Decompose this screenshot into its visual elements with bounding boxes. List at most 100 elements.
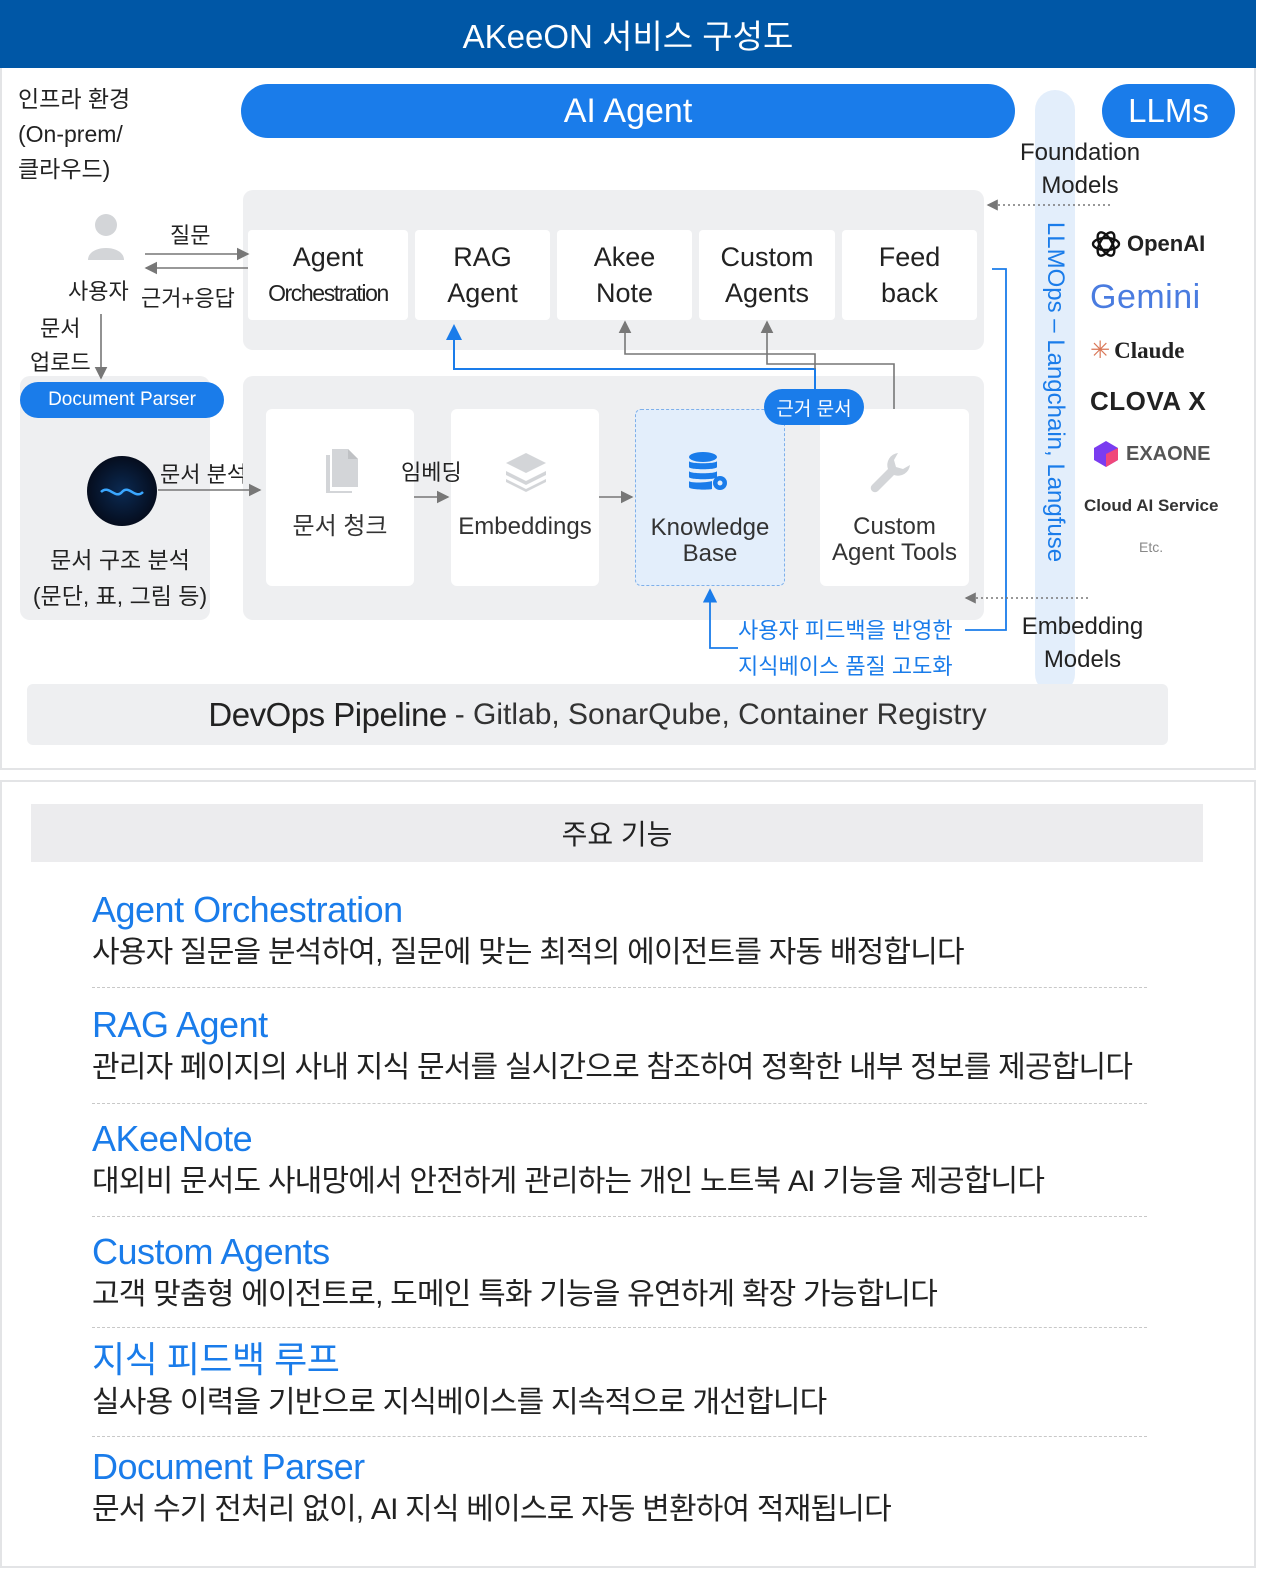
embedding-label-line: Embedding	[1021, 613, 1144, 640]
feature-desc: 실사용 이력을 기반으로 지식베이스를 지속적으로 개선합니다	[92, 1386, 827, 1419]
llms-pill: LLMs	[1102, 84, 1235, 138]
llm-exaone: EXAONE	[1090, 438, 1210, 470]
agent-card-line1: Feed	[878, 242, 941, 272]
connector-overlay	[94, 199, 1110, 649]
gemini-label: Gemini	[1090, 278, 1201, 316]
evidence-doc-pill: 근거 문서	[764, 389, 864, 425]
feature-title: AKeeNote	[92, 1118, 253, 1159]
tools-to-agents-arrow	[760, 320, 895, 409]
claude-label: Claude	[1114, 337, 1185, 363]
feature-divider	[92, 1327, 1147, 1328]
llmops-bar	[1035, 90, 1075, 694]
database-gear-icon	[689, 452, 727, 490]
feature-divider	[92, 1436, 1147, 1437]
knowledge-base-card: Knowledge Base	[635, 409, 785, 586]
layers-icon	[506, 453, 546, 492]
devops-title: DevOps Pipeline	[208, 695, 447, 733]
feature-item: AKeeNote 대외비 문서도 사내망에서 안전하게 관리하는 개인 노트북 …	[92, 1117, 1212, 1203]
knowledge-base-line2: Base	[682, 540, 738, 567]
feature-title: Agent Orchestration	[92, 889, 403, 930]
llm-etc: Etc.	[1139, 539, 1163, 555]
knowledge-base-line1: Knowledge	[650, 514, 770, 541]
diagram-title-bar: AKeeON 서비스 구성도	[0, 0, 1256, 68]
answer-edge-label: 근거+응답	[141, 286, 235, 311]
feature-item: Document Parser 문서 수기 전처리 없이, AI 지식 베이스로…	[92, 1445, 1212, 1531]
feedback-note-line: 지식베이스 품질 고도화	[738, 654, 953, 679]
embeddings-label: Embeddings	[458, 513, 592, 540]
claude-spark-icon: ✳	[1090, 337, 1111, 364]
openai-label: OpenAI	[1127, 231, 1206, 256]
infra-environment-label: 인프라 환경 (On-prem/ 클라우드)	[18, 82, 178, 187]
embedding-label-line: Models	[1043, 646, 1122, 673]
feature-desc: 관리자 페이지의 사내 지식 문서를 실시간으로 참조하여 정확한 내부 정보를…	[92, 1051, 1133, 1084]
feedback-to-kb-arrow	[702, 588, 738, 649]
chunk-label: 문서 청크	[292, 513, 388, 540]
analysis-edge-label: 문서 분석	[160, 462, 248, 487]
feature-desc: 고객 맞춤형 에이전트로, 도메인 특화 기능을 유연하게 확장 가능합니다	[92, 1278, 938, 1311]
structure-analysis-label: 문서 구조 분석 (문단, 표, 그림 등)	[20, 542, 220, 614]
agent-card-line1: Custom	[720, 242, 814, 272]
cloud-ai-label: Cloud AI Service	[1084, 496, 1219, 515]
feature-desc: 대외비 문서도 사내망에서 안전하게 관리하는 개인 노트북 AI 기능을 제공…	[92, 1165, 1045, 1198]
feedback-loop-line	[965, 268, 1007, 631]
wrench-icon	[870, 453, 910, 493]
clovax-label: CLOVA X	[1090, 386, 1207, 416]
exaone-icon	[1094, 441, 1118, 467]
infra-line: 클라우드)	[18, 156, 111, 182]
agent-card-line1: Agent	[292, 242, 364, 272]
agent-card-orchestration: Agent Orchestration	[248, 230, 408, 320]
features-header-label: 주요 기능	[561, 819, 673, 850]
document-parser-pill: Document Parser	[20, 382, 224, 418]
agent-card-line2: Orchestration	[268, 280, 389, 306]
devops-tools: - Gitlab, SonarQube, Container Registry	[454, 697, 987, 731]
devops-pipeline-bar: DevOps Pipeline - Gitlab, SonarQube, Con…	[27, 684, 1168, 745]
agent-card-rag: RAG Agent	[415, 230, 550, 320]
structure-line: 문서 구조 분석	[50, 547, 190, 573]
document-parser-label: Document Parser	[48, 389, 196, 410]
llm-openai: OpenAI	[1090, 228, 1205, 260]
diagram-title: AKeeON 서비스 구성도	[462, 18, 794, 55]
llm-claude: ✳ Claude	[1090, 336, 1184, 365]
feature-title: Custom Agents	[92, 1231, 330, 1272]
ai-agent-label: AI Agent	[563, 91, 693, 130]
llm-clovax: CLOVA X	[1090, 386, 1206, 417]
user-icon	[88, 214, 124, 260]
question-edge-label: 질문	[170, 223, 211, 248]
structure-line: (문단, 표, 그림 등)	[32, 583, 208, 609]
evidence-doc-label: 근거 문서	[776, 398, 852, 420]
agent-card-custom: Custom Agents	[699, 230, 835, 320]
exaone-label: EXAONE	[1126, 442, 1211, 465]
agent-card-line2: back	[880, 278, 939, 308]
openai-icon	[1091, 231, 1121, 257]
feature-title: 지식 피드백 루프	[92, 1339, 340, 1380]
agent-card-feedback: Feed back	[842, 230, 977, 320]
agent-card-line2: Agent	[447, 278, 518, 308]
llm-gemini: Gemini	[1090, 278, 1201, 317]
evidence-to-rag-arrow	[446, 324, 816, 389]
agent-card-line2: Note	[595, 278, 654, 308]
infra-line: 인프라 환경	[18, 86, 131, 112]
features-header: 주요 기능	[31, 804, 1203, 862]
feature-title: RAG Agent	[92, 1004, 268, 1045]
upload-edge-label-line1: 문서	[40, 316, 81, 341]
etc-label: Etc.	[1139, 539, 1164, 555]
infra-line: (On-prem/	[18, 121, 123, 147]
upload-edge-label-line2: 업로드	[30, 350, 91, 375]
llm-cloud-ai: Cloud AI Service	[1084, 496, 1218, 516]
feature-divider	[92, 1103, 1147, 1104]
agent-card-line2: Agents	[724, 278, 810, 308]
feature-item: RAG Agent 관리자 페이지의 사내 지식 문서를 실시간으로 참조하여 …	[92, 1003, 1212, 1089]
feature-desc: 문서 수기 전처리 없이, AI 지식 베이스로 자동 변환하여 적재됩니다	[92, 1493, 892, 1526]
evidence-to-note-arrow	[618, 320, 816, 369]
agent-card-line1: RAG	[453, 242, 512, 272]
tools-line2: Agent Tools	[832, 539, 957, 566]
agent-card-akeenote: Akee Note	[557, 230, 692, 320]
foundation-label-line: Models	[1041, 172, 1119, 199]
llms-label: LLMs	[1128, 92, 1209, 129]
user-label: 사용자	[68, 279, 129, 304]
feedback-note: 사용자 피드백을 반영한 지식베이스 품질 고도화	[738, 613, 953, 685]
embed-edge-label: 임베딩	[401, 460, 462, 485]
custom-tools-card: Custom Agent Tools	[820, 409, 969, 586]
feature-item: Agent Orchestration 사용자 질문을 분석하여, 질문에 맞는…	[92, 888, 1212, 974]
